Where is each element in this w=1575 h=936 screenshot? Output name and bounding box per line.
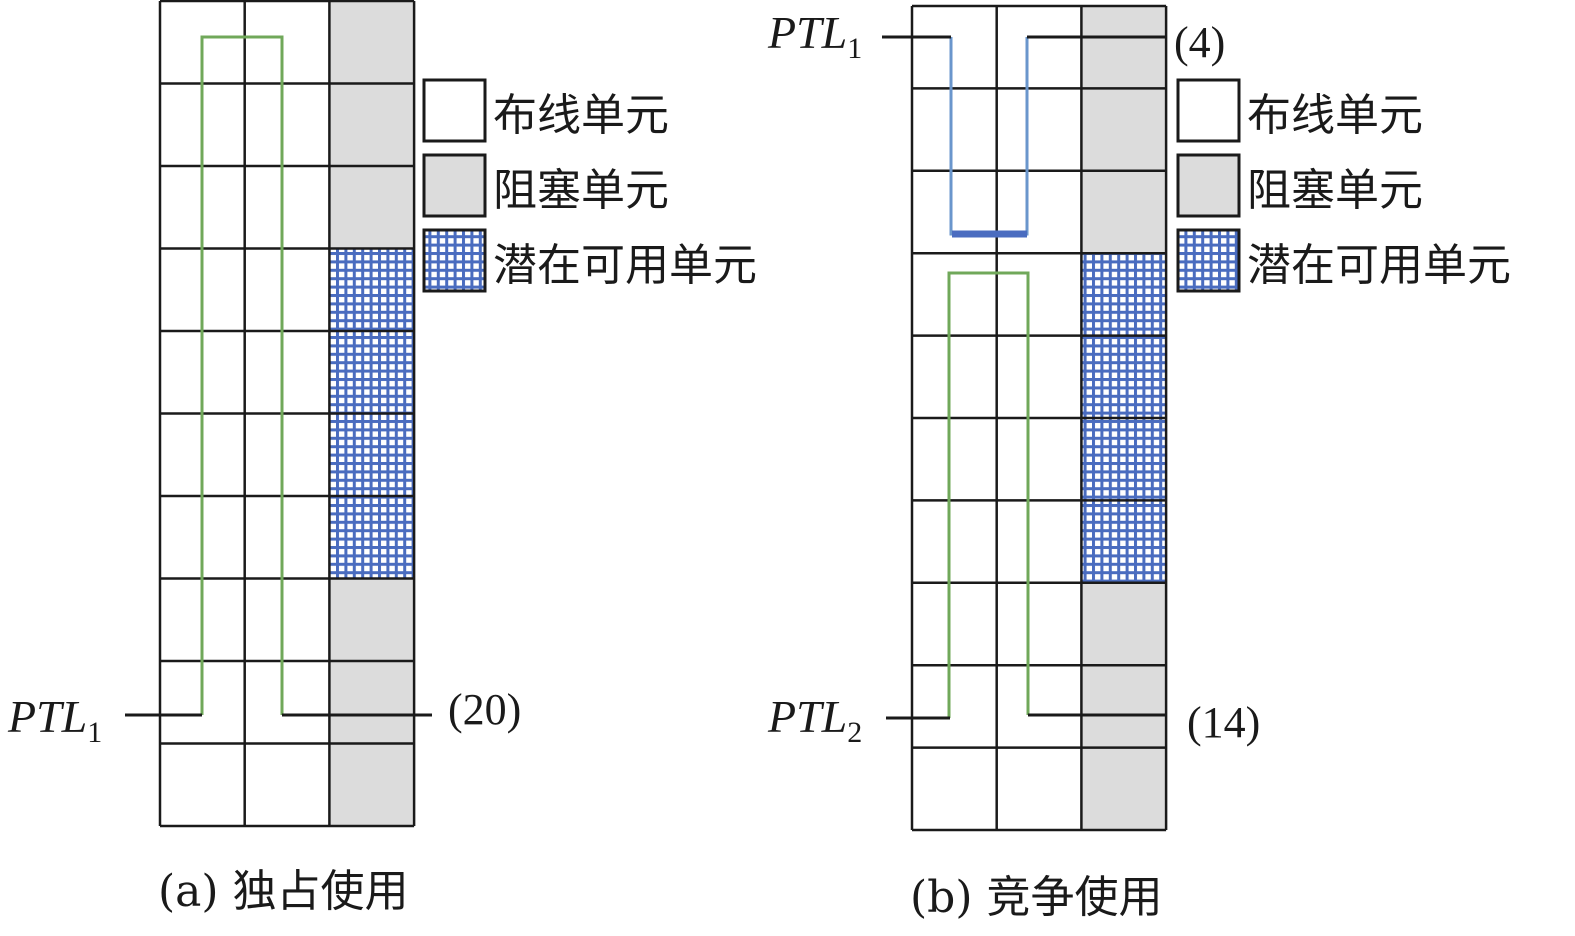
legend-b-blocked-swatch [1176,153,1241,218]
legend-a-potential-label: 潜在可用单元 [493,240,757,291]
cell-blocked [1081,88,1167,171]
ptl1-b-label: PTL1 [767,7,862,65]
caption-a: (a) 独占使用 [158,866,409,917]
panel-b-competitive-use: PTL1 (4) PTL2 (14) (b) 竞争使用 [767,4,1260,923]
cell-routing [912,335,997,418]
cell-routing [996,253,1082,336]
cell-routing [912,418,997,501]
cell-routing [996,500,1082,583]
cell-blocked [329,1,415,84]
cell-potential [329,331,415,414]
legend-b-potential-swatch [1176,228,1241,293]
cell-routing [912,170,997,254]
route-ptl2-b-path [947,271,1030,718]
route-ptl1-a [125,35,432,717]
cell-routing [996,418,1082,501]
cell-routing [996,88,1082,171]
cell-routing [244,413,330,496]
cell-routing [244,331,330,414]
route-ptl1-a-path [200,35,284,715]
cell-blocked [329,166,415,249]
cell-potential [1081,253,1167,336]
cell-potential [329,248,415,331]
route-ptl1-b [882,35,1166,238]
cell-potential [1081,418,1167,501]
legend-b-blocked-label: 阻塞单元 [1247,165,1423,216]
cell-routing [912,665,997,748]
cell-blocked [1081,665,1167,748]
legend-a-routing-swatch [422,78,487,143]
legend-a-blocked-swatch [422,153,487,218]
caption-b: (b) 竞争使用 [910,872,1162,923]
legend-b: 布线单元 阻塞单元 潜在可用单元 [1176,78,1511,293]
cell-routing [244,578,330,661]
cell-routing [912,6,997,89]
cell-routing [996,6,1082,89]
legend-b-routing-swatch [1176,78,1241,143]
ptl1-a-length: (20) [448,685,521,734]
cell-potential [329,413,415,496]
cell-routing [912,88,997,171]
cell-routing [912,500,997,583]
legend-a-blocked-label: 阻塞单元 [493,165,669,216]
cell-routing [996,335,1082,418]
cell-routing [244,743,330,826]
cell-routing [244,248,330,331]
cell-potential [329,496,415,579]
cell-routing [912,747,997,830]
cell-routing [244,496,330,579]
legend-a-routing-label: 布线单元 [493,90,669,141]
legend-b-potential-label: 潜在可用单元 [1247,240,1511,291]
grid-a [158,0,416,828]
cell-blocked [1081,170,1167,254]
cell-blocked [329,743,415,826]
cell-potential [1081,500,1167,583]
cell-blocked [1081,747,1167,830]
cell-routing [244,661,330,744]
legend-a-potential-swatch [422,228,487,293]
cell-routing [244,166,330,249]
cell-routing [996,170,1082,254]
cell-blocked [1081,582,1167,666]
panel-a-exclusive-use: PTL1 (20) (a) 独占使用 [7,0,521,917]
cell-routing [996,747,1082,830]
cell-blocked [1081,6,1167,89]
cell-blocked [329,83,415,166]
cell-routing [912,253,997,336]
ptl1-a-label: PTL1 [7,691,102,749]
cell-routing [912,582,997,666]
ptl2-b-length: (14) [1187,698,1260,747]
cell-routing [244,1,330,84]
cell-blocked [329,661,415,744]
cell-routing [160,743,245,826]
ptl1-b-length: (4) [1174,18,1225,67]
cell-routing [244,83,330,166]
cell-routing [996,582,1082,666]
legend-a: 布线单元 阻塞单元 潜在可用单元 [422,78,757,293]
ptl2-b-label: PTL2 [767,691,862,749]
cell-blocked [329,578,415,661]
legend-b-routing-label: 布线单元 [1247,90,1423,141]
route-ptl2-b [886,271,1166,720]
cell-routing [996,665,1082,748]
grid-b [910,4,1168,832]
cell-potential [1081,335,1167,418]
